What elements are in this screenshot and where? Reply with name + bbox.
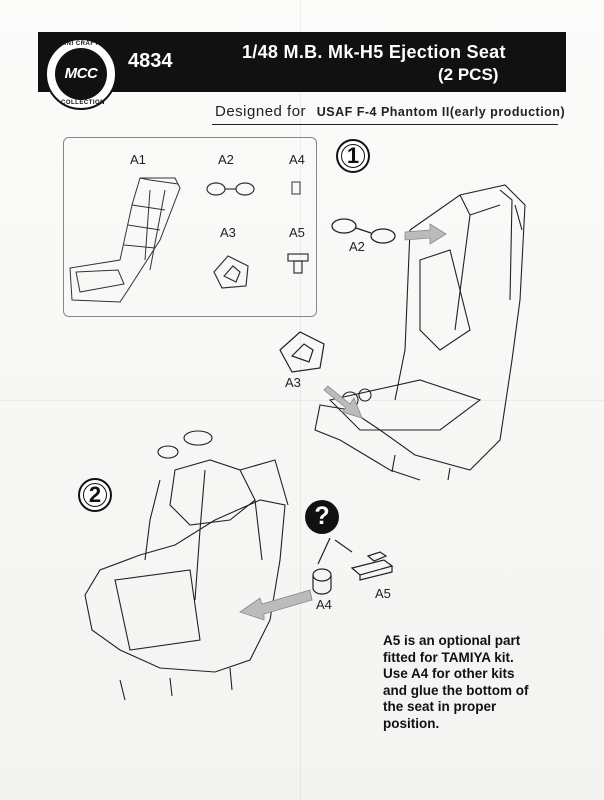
question-mark: ? [314,502,330,530]
fold-line-vertical [300,0,301,800]
note-line: the seat in proper [383,699,497,714]
step-1-badge: 1 [336,139,370,173]
part-a1-seat-drawing [69,177,181,303]
step-1-a2-handle [331,218,396,244]
fold-line-horizontal [0,400,604,401]
note-line: fitted for TAMIYA kit. [383,649,514,665]
a5-tpiece-drawing [350,551,394,581]
parts-list-box [63,137,317,317]
part-label-a5: A5 [289,225,305,240]
part-a5-drawing [287,253,309,274]
step-2-number: 2 [88,482,102,507]
step-1-ring [341,144,365,168]
callout-a5: A5 [375,586,391,601]
part-label-a4: A4 [289,152,305,167]
logo-arc-bottom: COLLECTION [61,100,105,106]
logo-badge: MCC [55,48,107,100]
callout-a2: A2 [349,239,365,254]
step-1-number: 1 [346,143,360,168]
designed-for-prefix: Designed for [215,103,307,120]
kit-code: 4834 [128,50,173,72]
step-1-seat-drawing [314,184,526,481]
callout-a3: A3 [285,375,301,390]
title-banner [38,32,566,92]
assembly-note: A5 is an optional part fitted for TAMIYA… [383,633,563,732]
designed-for-aircraft: USAF F-4 Phantom II(early production) [316,105,566,119]
a4-cylinder-drawing [312,568,332,595]
part-label-a2: A2 [218,152,234,167]
part-a4-drawing [291,181,301,195]
part-a3-bracket-drawing [213,255,249,289]
part-label-a1: A1 [130,152,146,167]
designed-for-underline [212,124,558,125]
step-1-arrows [323,223,447,419]
step-2-ring [83,483,107,507]
product-title: 1/48 M.B. Mk-H5 Ejection Seat [242,42,506,62]
step-1-a3-bracket [279,331,325,373]
part-label-a3: A3 [220,225,236,240]
step-2-arrow [239,589,313,621]
question-pointer-lines [317,537,353,565]
note-line: position. [383,715,440,731]
brand-logo: MINI CRAFT MCC COLLECTION [45,38,117,110]
logo-center-text: MCC [64,65,98,82]
part-a2-handle-drawing [206,182,255,196]
note-line: Use A4 for other kits [383,666,515,681]
designed-for-line: Designed for USAF F-4 Phantom II(early p… [215,103,565,120]
optional-part-question-icon: ? [305,500,339,534]
step-2-seat-drawing [84,430,289,701]
callout-a4: A4 [316,597,332,612]
step-2-badge: 2 [78,478,112,512]
note-line: and glue the bottom of [383,682,529,698]
product-quantity: (2 PCS) [438,65,499,84]
logo-arc-top: MINI CRAFT [59,41,99,47]
note-line: A5 is an optional part [383,633,521,648]
